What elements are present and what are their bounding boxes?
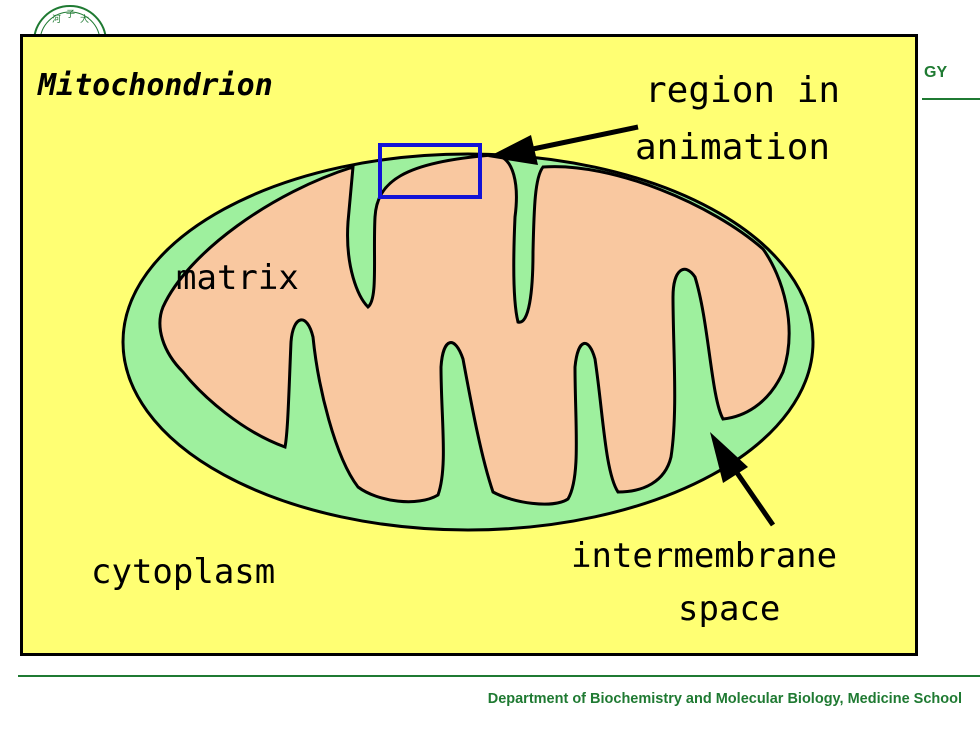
cytoplasm-label: cytoplasm	[91, 552, 275, 592]
intermembrane-label-line2: space	[678, 589, 780, 629]
region-arrow	[527, 124, 639, 153]
region-label-line1: region in	[645, 70, 840, 111]
svg-text:河: 河	[52, 13, 61, 25]
intermembrane-arrow	[730, 465, 776, 527]
matrix-label: matrix	[176, 258, 299, 298]
svg-text:大: 大	[80, 13, 89, 25]
intermembrane-arrow-head	[710, 432, 748, 483]
header-divider	[922, 98, 980, 100]
region-label-line2: animation	[635, 127, 830, 168]
footer-divider	[18, 675, 980, 677]
animation-region-box	[378, 143, 482, 199]
intermembrane-label-line1: intermembrane	[571, 536, 837, 576]
mitochondrion-diagram-panel: Mitochondrion region in animation matrix…	[20, 34, 918, 656]
header-title-fragment: GY	[924, 64, 948, 81]
footer-department: Department of Biochemistry and Molecular…	[487, 691, 962, 707]
diagram-title: Mitochondrion	[37, 68, 273, 103]
svg-text:子: 子	[66, 9, 75, 20]
region-arrow-head	[488, 135, 538, 165]
